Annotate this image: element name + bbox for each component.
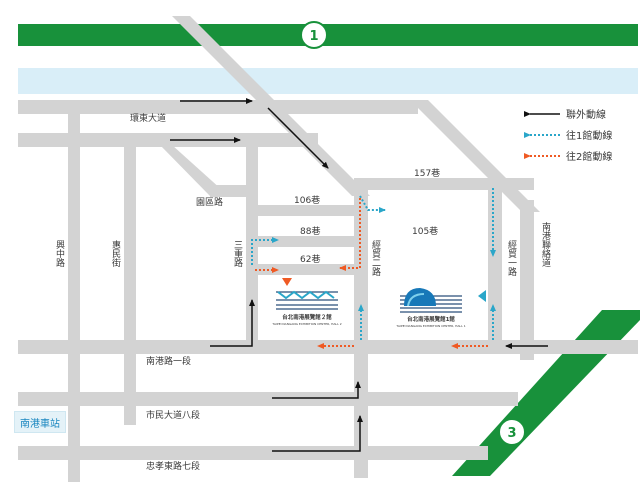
label-huimin: 惠民街 <box>110 239 121 268</box>
road-network <box>18 16 638 482</box>
road-nangang-link <box>520 200 534 360</box>
label-jingmao1: 經貿一路 <box>506 239 517 277</box>
hall1-label-en: TAIPEI NANGANG EXHIBITION CENTER, HALL 1 <box>395 324 465 328</box>
route-ext-diag <box>267 107 329 169</box>
label-lane106: 106巷 <box>294 195 320 206</box>
route-hall1-a <box>359 195 386 213</box>
highway-3-shield: 3 <box>498 418 526 446</box>
label-huandong: 環東大道 <box>130 112 166 124</box>
label-nangang-link: 南港聯絡道 <box>540 221 551 268</box>
road-upper2 <box>18 133 318 147</box>
label-lane157: 157巷 <box>414 168 440 179</box>
label-nangang1: 南港路一段 <box>146 355 191 367</box>
highway-3-number: 3 <box>507 426 516 441</box>
road-tuanqu <box>210 185 258 197</box>
road-jingmao2 <box>354 180 368 478</box>
road-jingmao1 <box>488 180 502 345</box>
road-62 <box>258 264 358 275</box>
route-hall1-b <box>251 237 279 265</box>
hall1-label-cn: 台北南港展覽館1館 <box>407 315 455 323</box>
hall2-entry-arrow <box>282 278 292 286</box>
road-xingzhong <box>68 112 80 482</box>
route-ext-6 <box>272 415 363 452</box>
road-zhongxiao7 <box>18 446 488 460</box>
hall1-routes <box>251 188 496 340</box>
label-lane62: 62巷 <box>300 254 320 265</box>
hall2-label-en: TAIPEI NANGANG EXHIBITION CENTER, HALL 2 <box>271 322 341 326</box>
road-shimin8 <box>18 392 518 406</box>
river <box>18 68 638 94</box>
road-huimin <box>124 145 136 425</box>
external-routes <box>170 98 548 452</box>
label-lane88: 88巷 <box>300 226 320 237</box>
road-tuanqu-diag <box>160 145 222 196</box>
label-tuanqu: 園區路 <box>196 196 223 208</box>
label-jingmao2: 經貿二路 <box>370 239 381 277</box>
road-88 <box>258 236 358 247</box>
label-sanchong: 三重路 <box>232 240 243 268</box>
label-zhongxiao7: 忠孝東路七段 <box>146 460 200 472</box>
legend: 聯外動線 往1館動線 往2館動線 <box>524 108 612 163</box>
legend-external-label: 聯外動線 <box>566 108 606 121</box>
hall2-label-cn: 台北南港展覽館２館 <box>282 313 332 321</box>
hall1-building <box>400 288 462 314</box>
label-xingzhong: 興中路 <box>54 240 65 268</box>
hall2-routes <box>255 198 488 349</box>
road-106 <box>258 205 358 216</box>
highway-1-shield: 1 <box>300 21 328 49</box>
hall1-entry-arrow <box>478 290 486 302</box>
route-hall2-a <box>339 198 361 271</box>
legend-hall2-label: 往2館動線 <box>566 150 612 163</box>
highway-1-number: 1 <box>309 29 318 44</box>
road-huandong <box>18 100 418 114</box>
station-label: 南港車站 <box>14 411 66 433</box>
hall2-building <box>276 288 338 310</box>
label-shimin8: 市民大道八段 <box>146 409 200 421</box>
route-ext-5 <box>272 381 361 399</box>
route-ext-3 <box>210 299 255 347</box>
legend-hall1-label: 往1館動線 <box>566 129 612 142</box>
road-huandong-curve <box>410 100 540 212</box>
road-157 <box>354 178 534 190</box>
label-lane105: 105巷 <box>412 226 438 237</box>
